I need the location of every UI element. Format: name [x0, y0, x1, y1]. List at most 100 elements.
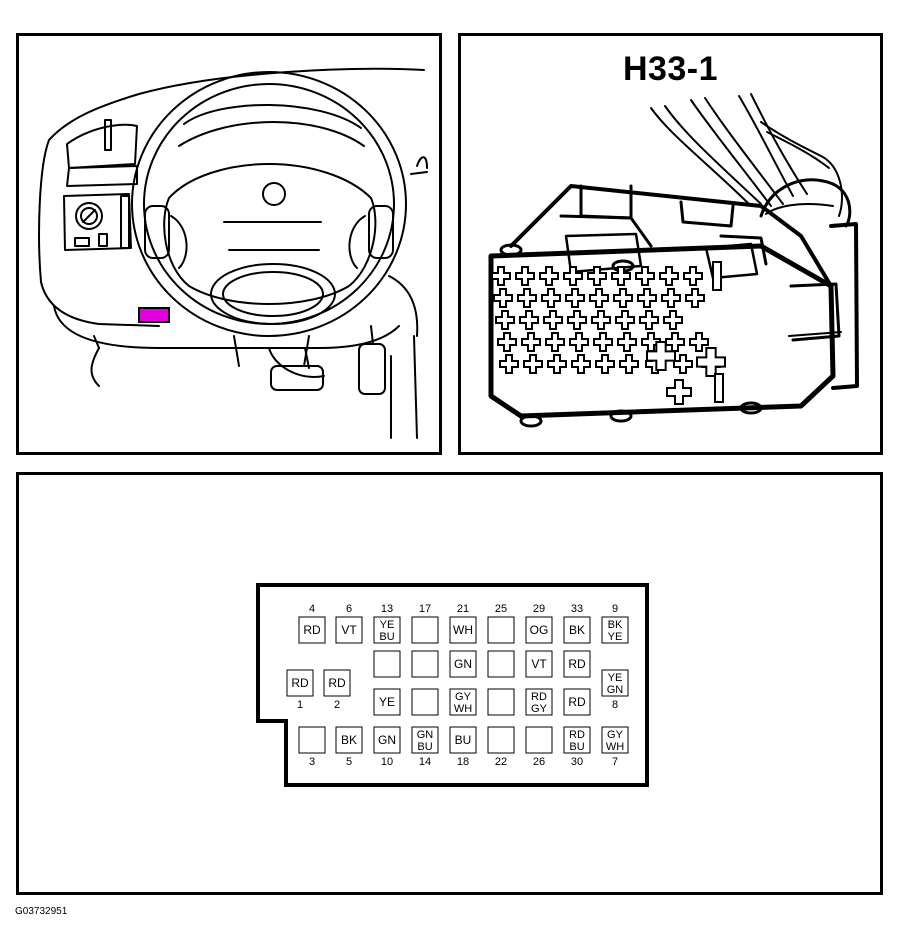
- wire-color-label: GN: [607, 684, 624, 696]
- pin-number: 30: [571, 756, 583, 768]
- pin-cavity: [335, 726, 363, 754]
- wire-color-label: RD: [531, 691, 547, 703]
- pin-cavity: [487, 688, 515, 716]
- pin-cavity: [286, 669, 314, 697]
- cavity-cross: [493, 288, 513, 308]
- pin-number: 13: [381, 603, 393, 615]
- cavity-cross: [523, 354, 543, 374]
- cavity-cross: [659, 266, 679, 286]
- wire-color-label: GY: [455, 691, 472, 703]
- cavity-slot: [714, 373, 724, 403]
- cavity-cross: [521, 332, 541, 352]
- pin-cavity: [525, 650, 553, 678]
- wire-color-label: GY: [531, 703, 548, 715]
- pin-cavity: [563, 650, 591, 678]
- pin-number: 8: [612, 699, 618, 711]
- cavity-cross: [545, 332, 565, 352]
- cavity-cross: [589, 288, 609, 308]
- connector-illustration: [488, 93, 859, 428]
- pin-number: 7: [612, 756, 618, 768]
- cavity-cross: [595, 354, 615, 374]
- cavity-cross: [541, 288, 561, 308]
- pin-cavity: [525, 616, 553, 644]
- cavity-cross: [661, 288, 681, 308]
- pin-cavity: [487, 616, 515, 644]
- pin-cavity: [601, 669, 629, 697]
- wire-color-label: BK: [569, 623, 585, 637]
- wire-color-label: RD: [291, 676, 309, 690]
- cavity-cross: [593, 332, 613, 352]
- cavity-cross: [565, 288, 585, 308]
- cavity-cross: [519, 310, 539, 330]
- pin-cavity: [411, 616, 439, 644]
- pin-cavity: [601, 726, 629, 754]
- dashboard-illustration: [38, 67, 428, 439]
- figure-code: G03732951: [15, 906, 68, 917]
- pin-cavity: [525, 688, 553, 716]
- pin-number: 4: [309, 603, 315, 615]
- cavity-cross: [515, 266, 535, 286]
- wire-color-label: YE: [379, 695, 395, 709]
- pin-cavity: [323, 669, 351, 697]
- cavity-cross: [547, 354, 567, 374]
- cavity-cross: [689, 332, 709, 352]
- wire-color-label: RD: [303, 623, 321, 637]
- cavity-cross: [611, 266, 631, 286]
- cavity-cross: [563, 266, 583, 286]
- pin-number: 29: [533, 603, 545, 615]
- cavity-cross: [499, 354, 519, 374]
- cavity-cross: [495, 310, 515, 330]
- wire-color-label: GY: [607, 729, 624, 741]
- pin-cavity: [601, 616, 629, 644]
- wire-color-label: RD: [568, 695, 586, 709]
- wire-color-label: GN: [417, 729, 434, 741]
- pin-cavity: [563, 688, 591, 716]
- pin-cavity: [373, 650, 401, 678]
- cavity-cross: [617, 332, 637, 352]
- pin-cavity: [449, 688, 477, 716]
- wire-color-label: VT: [341, 623, 357, 637]
- cavity-cross: [587, 266, 607, 286]
- connector-view-panel: H33-1: [458, 33, 883, 455]
- pin-cavity: [298, 616, 326, 644]
- cavity-cross: [571, 354, 591, 374]
- cavity-cross-large: [646, 341, 676, 371]
- pin-number: 22: [495, 756, 507, 768]
- pin-cavity: [449, 650, 477, 678]
- pin-number: 1: [297, 699, 303, 711]
- pin-number: 25: [495, 603, 507, 615]
- pin-cavity: [335, 616, 363, 644]
- cavity-cross: [635, 266, 655, 286]
- cavity-cross-large: [696, 347, 726, 377]
- cavity-cross: [567, 310, 587, 330]
- pin-cavity: [373, 688, 401, 716]
- pin-cavity: [487, 726, 515, 754]
- pin-number: 33: [571, 603, 583, 615]
- pin-number: 2: [334, 699, 340, 711]
- wire-color-label: YE: [608, 672, 623, 684]
- wire-color-label: RD: [569, 729, 585, 741]
- pin-cavity: [411, 688, 439, 716]
- pin-number: 10: [381, 756, 393, 768]
- wire-color-label: WH: [453, 623, 473, 637]
- cavity-cross: [613, 288, 633, 308]
- pin-cavity: [563, 616, 591, 644]
- wire-color-label: BU: [455, 733, 472, 747]
- pin-cavity: [487, 650, 515, 678]
- cavity-cross: [673, 354, 693, 374]
- cavity-cross: [539, 266, 559, 286]
- pin-number: 5: [346, 756, 352, 768]
- pin-number: 17: [419, 603, 431, 615]
- pin-cavity: [373, 726, 401, 754]
- pin-cavity: [449, 726, 477, 754]
- pin-cavity: [563, 726, 591, 754]
- wire-color-label: BU: [417, 741, 432, 753]
- pin-number: 9: [612, 603, 618, 615]
- pin-number: 3: [309, 756, 315, 768]
- pin-number: 26: [533, 756, 545, 768]
- wire-color-label: VT: [531, 657, 547, 671]
- wire-color-label: GN: [454, 657, 472, 671]
- wire-color-label: YE: [608, 631, 623, 643]
